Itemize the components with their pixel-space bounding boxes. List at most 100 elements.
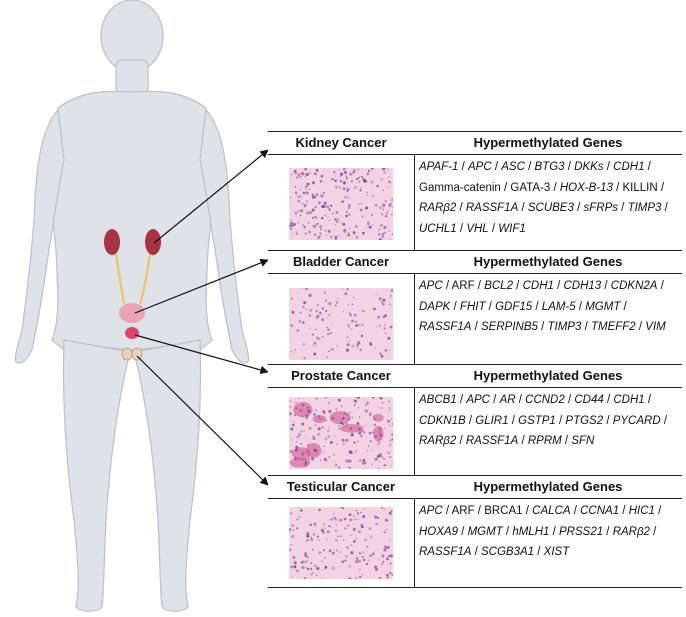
- gene-name: VIM: [645, 321, 666, 333]
- gene-name: CD44: [574, 394, 604, 406]
- gene-name: CDH1: [613, 161, 645, 173]
- prostate-arrow: [134, 334, 269, 375]
- gene-name: RARβ2: [419, 202, 457, 214]
- gene-name: PYCARD: [612, 414, 661, 427]
- body-silhouette: [14, 0, 250, 612]
- gene-name: AR: [499, 394, 516, 406]
- gene-name: GLIR1: [475, 414, 509, 427]
- gene-name: TMEFF2: [590, 321, 636, 333]
- gene-name: Gamma-catenin: [419, 181, 501, 194]
- gene-name: HOXA9: [419, 525, 458, 538]
- gene-name: ARF: [451, 280, 475, 292]
- gene-name: CDH1: [522, 280, 554, 292]
- gene-name: DAPK: [419, 300, 451, 313]
- gene-name: TIMP3: [547, 321, 582, 333]
- histology-image-cell: [268, 274, 414, 374]
- gene-name: BTG3: [534, 161, 565, 173]
- gene-name: RASSF1A: [465, 202, 519, 214]
- gene-name: PTGS2: [565, 414, 604, 427]
- gene-name: CCND2: [525, 394, 565, 406]
- gene-name: SFN: [571, 435, 595, 447]
- panel-header: Kidney Cancer Hypermethylated Genes: [268, 132, 682, 155]
- histology-image-cell: [268, 499, 414, 587]
- gene-name: MGMT: [467, 525, 503, 538]
- gene-name: DKKs: [574, 161, 604, 173]
- gene-name: FHIT: [459, 300, 486, 313]
- gene-list: ABCB1 / APC / AR / CCND2 / CD44 / CDH1 /…: [414, 388, 682, 478]
- gene-name: SERPINB5: [481, 321, 538, 333]
- gene-name: WIF1: [498, 222, 526, 235]
- gene-name: BRCA1: [484, 505, 523, 517]
- gene-name: KILLIN: [622, 181, 658, 194]
- gene-name: SCGB3A1: [481, 546, 535, 558]
- histology-image: [289, 397, 393, 469]
- urogenital-organs: [104, 229, 161, 361]
- gene-name: PRSS21: [559, 525, 604, 538]
- left-leg: [62, 339, 131, 612]
- gene-name: APC: [468, 161, 492, 173]
- neck: [115, 59, 149, 95]
- cancer-type-title: Prostate Cancer: [291, 368, 391, 383]
- histology-image-cell: [268, 388, 414, 478]
- testis-arrow: [136, 355, 269, 486]
- cancer-type-title: Bladder Cancer: [292, 254, 390, 269]
- histology-image: [289, 507, 393, 579]
- panel-header: Prostate Cancer Hypermethylated Genes: [268, 365, 682, 388]
- left-testis: [121, 347, 133, 361]
- gene-name: ASC: [501, 161, 525, 173]
- gene-name: UCHL1: [419, 222, 457, 235]
- gene-list: APC / ARF / BRCA1 / CALCA / CCNA1 / HIC1…: [414, 499, 682, 587]
- histology-image: [289, 288, 393, 360]
- gene-name: CDH13: [563, 280, 602, 292]
- cancer-type-title: Kidney Cancer: [295, 135, 387, 150]
- gene-list: APC / ARF / BCL2 / CDH1 / CDH13 / CDKN2A…: [414, 274, 682, 374]
- panel-header: Bladder Cancer Hypermethylated Genes: [268, 251, 682, 274]
- gene-name: CDKN1B: [419, 414, 466, 427]
- gene-name: HOX-B-13: [559, 181, 613, 194]
- right-kidney: [145, 229, 161, 255]
- genes-column-header: Hypermethylated Genes: [473, 368, 623, 383]
- gene-name: HIC1: [628, 505, 655, 517]
- gene-name: RARβ2: [612, 525, 650, 538]
- bladder: [119, 303, 145, 323]
- gene-name: sFRPs: [583, 202, 618, 214]
- gene-name: RARβ2: [419, 435, 457, 447]
- gene-name: APAF-1: [419, 161, 459, 173]
- genes-column-header: Hypermethylated Genes: [473, 135, 623, 150]
- gene-name: GATA-3: [510, 181, 551, 194]
- gene-name: MGMT: [585, 300, 621, 313]
- right-leg: [133, 339, 202, 612]
- right-arm: [199, 108, 250, 364]
- left-arm: [14, 108, 65, 364]
- histology-image: [289, 168, 393, 240]
- gene-name: XIST: [543, 546, 570, 558]
- gene-name: RPRM: [527, 435, 562, 447]
- gene-name: APC: [419, 280, 443, 292]
- cancer-type-title: Testicular Cancer: [286, 479, 396, 494]
- gene-name: ARF: [451, 505, 475, 517]
- gene-name: RASSF1A: [419, 321, 472, 333]
- gene-name: CALCA: [532, 505, 571, 517]
- prostate: [125, 327, 139, 339]
- gene-name: ABCB1: [419, 394, 457, 406]
- gene-name: APC: [419, 505, 443, 517]
- gene-name: CDH1: [613, 394, 645, 406]
- gene-name: APC: [466, 394, 490, 406]
- genes-column-header: Hypermethylated Genes: [473, 254, 623, 269]
- panel-header: Testicular Cancer Hypermethylated Genes: [268, 476, 682, 499]
- gene-name: RASSF1A: [465, 435, 519, 447]
- gene-name: LAM-5: [541, 300, 576, 313]
- gene-name: CDKN2A: [610, 280, 658, 292]
- gene-name: hMLH1: [512, 525, 550, 538]
- gene-name: VHL: [466, 222, 489, 235]
- gene-name: RASSF1A: [419, 546, 472, 558]
- gene-name: BCL2: [484, 280, 513, 292]
- gene-list: APAF-1 / APC / ASC / BTG3 / DKKs / CDH1 …: [414, 155, 682, 253]
- genes-column-header: Hypermethylated Genes: [473, 479, 623, 494]
